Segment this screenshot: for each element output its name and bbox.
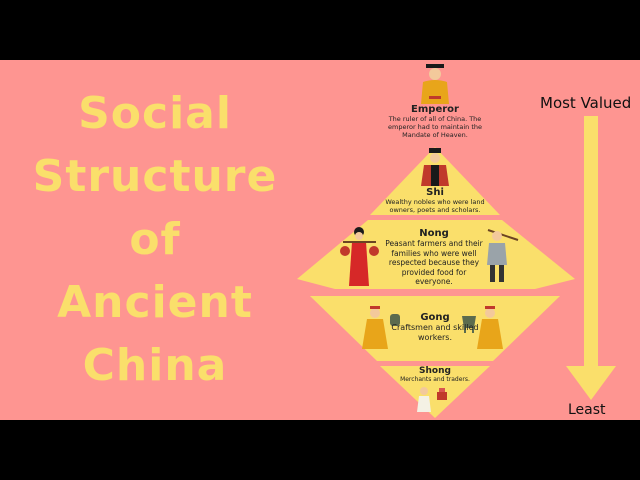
tier-shong-name: Shong: [419, 366, 451, 376]
tier-emperor-description: The ruler of all of China. The emperor h…: [387, 115, 483, 139]
merchant-figure-icon: [417, 387, 431, 412]
tier-shong-description: Merchants and traders.: [400, 376, 470, 383]
merchant-goods-icon: [437, 388, 447, 400]
letterbox-top: [0, 0, 640, 60]
tier-shong-text: Shong Merchants and traders.: [395, 366, 475, 384]
title-line-4: Ancient: [57, 277, 253, 328]
letterbox-bottom: [0, 420, 640, 480]
tier-nong-text: Nong Peasant farmers and their families …: [384, 228, 484, 287]
farmer-figure-icon: [487, 229, 519, 282]
tier-shi-text: Shi Wealthy nobles who were land owners,…: [378, 187, 492, 214]
tier-gong-text: Gong Craftsmen and skilled workers.: [391, 312, 479, 343]
tier-gong-description: Craftsmen and skilled workers.: [391, 323, 479, 342]
noble-figure-icon: [421, 148, 449, 186]
bronze-vessel-icon: [390, 314, 476, 333]
arrow-top-label: Most Valued: [540, 94, 632, 112]
title-line-5: China: [82, 340, 228, 391]
tier-shong-shape: [380, 366, 490, 418]
title-line-3: of: [129, 214, 181, 265]
tier-emperor-text: Emperor The ruler of all of China. The e…: [375, 104, 495, 139]
craftsman-figure-icon: [362, 306, 503, 349]
emperor-figure-icon: [421, 64, 449, 104]
title-line-1: Social: [78, 88, 232, 139]
peasant-woman-icon: [340, 227, 379, 286]
tier-emperor-name: Emperor: [411, 104, 459, 115]
tier-shi-description: Wealthy nobles who were land owners, poe…: [385, 198, 485, 214]
slide-canvas: Social Structure of Ancient China: [0, 60, 640, 420]
tier-gong-name: Gong: [420, 312, 450, 323]
title-line-2: Structure: [32, 151, 278, 202]
arrow-bottom-label: Least: [568, 402, 606, 418]
tier-shi-name: Shi: [426, 187, 444, 198]
value-arrow-icon: [566, 116, 616, 400]
pyramid-diagram: [297, 64, 616, 418]
slide-title: Social Structure of Ancient China: [0, 82, 310, 397]
tier-nong-name: Nong: [419, 228, 449, 239]
tier-nong-description: Peasant farmers and their families who w…: [385, 239, 483, 286]
